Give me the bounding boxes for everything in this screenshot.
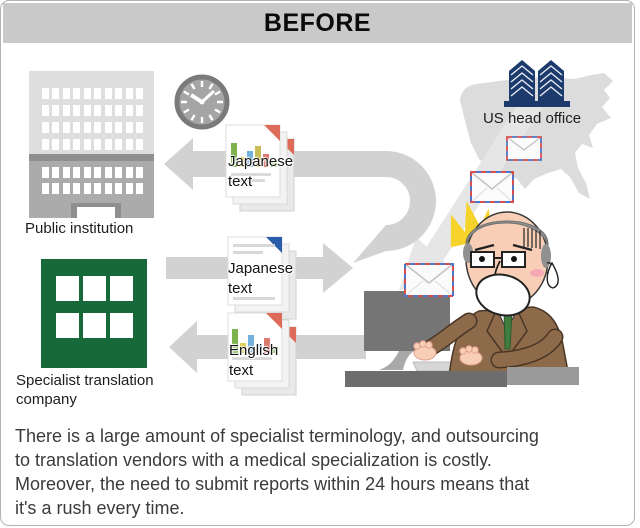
translation-company-building-icon [41,259,147,368]
airmail-envelope-icon [404,263,454,297]
public-institution-building-icon [29,71,154,218]
doc-label-line: Japanese [228,153,294,170]
doc-label-line: English [229,342,279,359]
sweat-drop-icon [546,261,559,289]
glasses-icon [470,251,526,268]
caption-line: There is a large amount of specialist te… [15,426,539,446]
uturn-arrow-tail [353,225,386,263]
doc-label-line: text [229,362,254,379]
before-title: BEFORE [263,8,372,37]
document-label-english: English text [229,341,278,381]
caption-text: There is a large amount of specialist te… [15,424,539,520]
document-stack-english-text-icon [227,312,297,396]
document-label-japanese-middle: Japanese text [228,259,293,299]
translation-company-label-line1: Specialist translation [16,372,154,389]
translation-company-label-line2: company [16,391,77,408]
caption-line: to translation vendors with a medical sp… [15,450,492,470]
document-stack-japanese-text-icon [227,236,297,320]
mini-bar-chart-icon [231,143,277,167]
airmail-envelope-icon [470,171,514,203]
doc-label-line: text [228,173,253,190]
public-institution-label: Public institution [25,220,134,237]
hands [413,340,483,366]
doc-label-line: Japanese [228,260,294,277]
caption-line: Moreover, the need to submit reports wit… [15,474,530,494]
doc-label-line: text [228,280,253,297]
desk [345,367,579,387]
uturn-arrow-ring [385,151,436,251]
airmail-envelope-icon [506,136,542,161]
document-stack-japanese-report-icon [225,124,295,212]
clock-icon [174,74,230,130]
us-head-office-building-icon [504,60,570,107]
translation-company-label: Specialist translation company [16,371,154,409]
document-label-japanese-top: Japanese text [228,152,293,192]
us-head-office-label: US head office [482,110,582,127]
header-bar: BEFORE [3,3,632,43]
mini-bar-chart-icon [232,329,278,353]
caption-line: it's a rush every time. [15,498,185,518]
worker-at-computer-illustration [413,200,570,378]
